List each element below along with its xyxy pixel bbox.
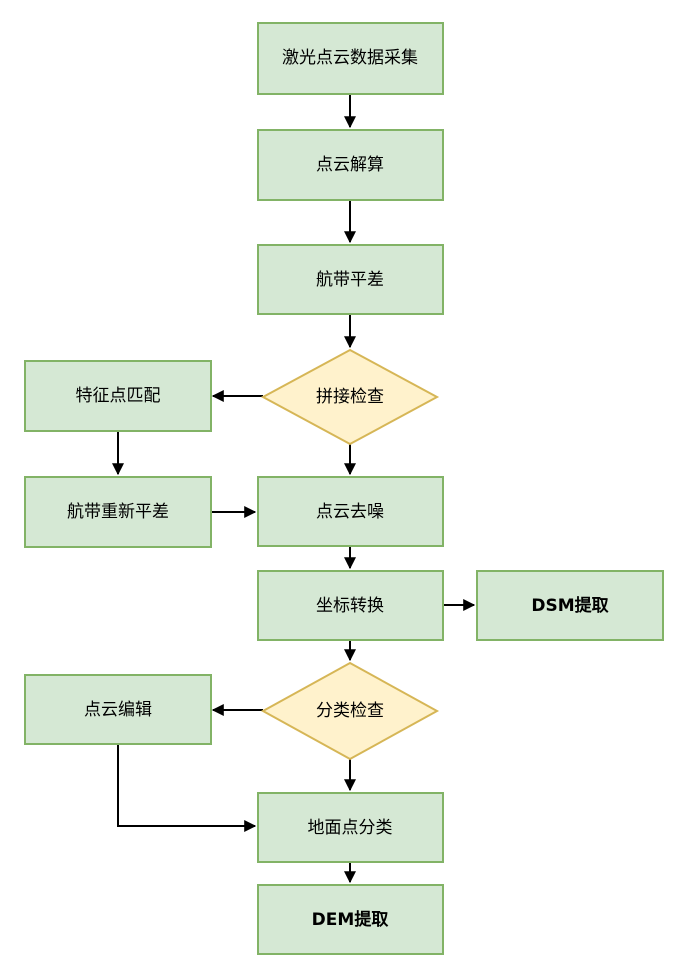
node-laser-collect[interactable]: 激光点云数据采集 xyxy=(257,22,444,95)
node-cloud-edit-label: 点云编辑 xyxy=(84,700,152,720)
node-feature-match-label: 特征点匹配 xyxy=(76,386,161,406)
node-cloud-edit[interactable]: 点云编辑 xyxy=(24,674,212,745)
node-dem-extract-label: DEM提取 xyxy=(312,910,389,930)
node-feature-match[interactable]: 特征点匹配 xyxy=(24,360,212,432)
node-dem-extract[interactable]: DEM提取 xyxy=(257,884,444,955)
node-strip-readjust[interactable]: 航带重新平差 xyxy=(24,476,212,548)
node-laser-collect-label: 激光点云数据采集 xyxy=(282,48,418,68)
node-strip-adjust-label: 航带平差 xyxy=(316,270,384,290)
node-stitch-check[interactable]: 拼接检查 xyxy=(260,348,440,446)
node-dsm-extract-label: DSM提取 xyxy=(531,596,608,616)
node-dsm-extract[interactable]: DSM提取 xyxy=(476,570,664,641)
node-denoise[interactable]: 点云去噪 xyxy=(257,476,444,547)
node-cloud-solve-label: 点云解算 xyxy=(316,155,384,175)
node-ground-classify[interactable]: 地面点分类 xyxy=(257,792,444,863)
edges xyxy=(112,94,476,884)
node-stitch-check-label: 拼接检查 xyxy=(316,387,384,407)
node-ground-classify-label: 地面点分类 xyxy=(308,818,393,838)
node-coord-transform-label: 坐标转换 xyxy=(316,596,384,616)
node-strip-adjust[interactable]: 航带平差 xyxy=(257,244,444,315)
node-cloud-solve[interactable]: 点云解算 xyxy=(257,129,444,201)
node-classify-check-label: 分类检查 xyxy=(316,701,384,721)
edge-edit-to-ground xyxy=(117,744,257,832)
node-denoise-label: 点云去噪 xyxy=(316,502,384,522)
node-strip-readjust-label: 航带重新平差 xyxy=(67,502,169,522)
node-coord-transform[interactable]: 坐标转换 xyxy=(257,570,444,641)
node-classify-check[interactable]: 分类检查 xyxy=(260,661,440,761)
